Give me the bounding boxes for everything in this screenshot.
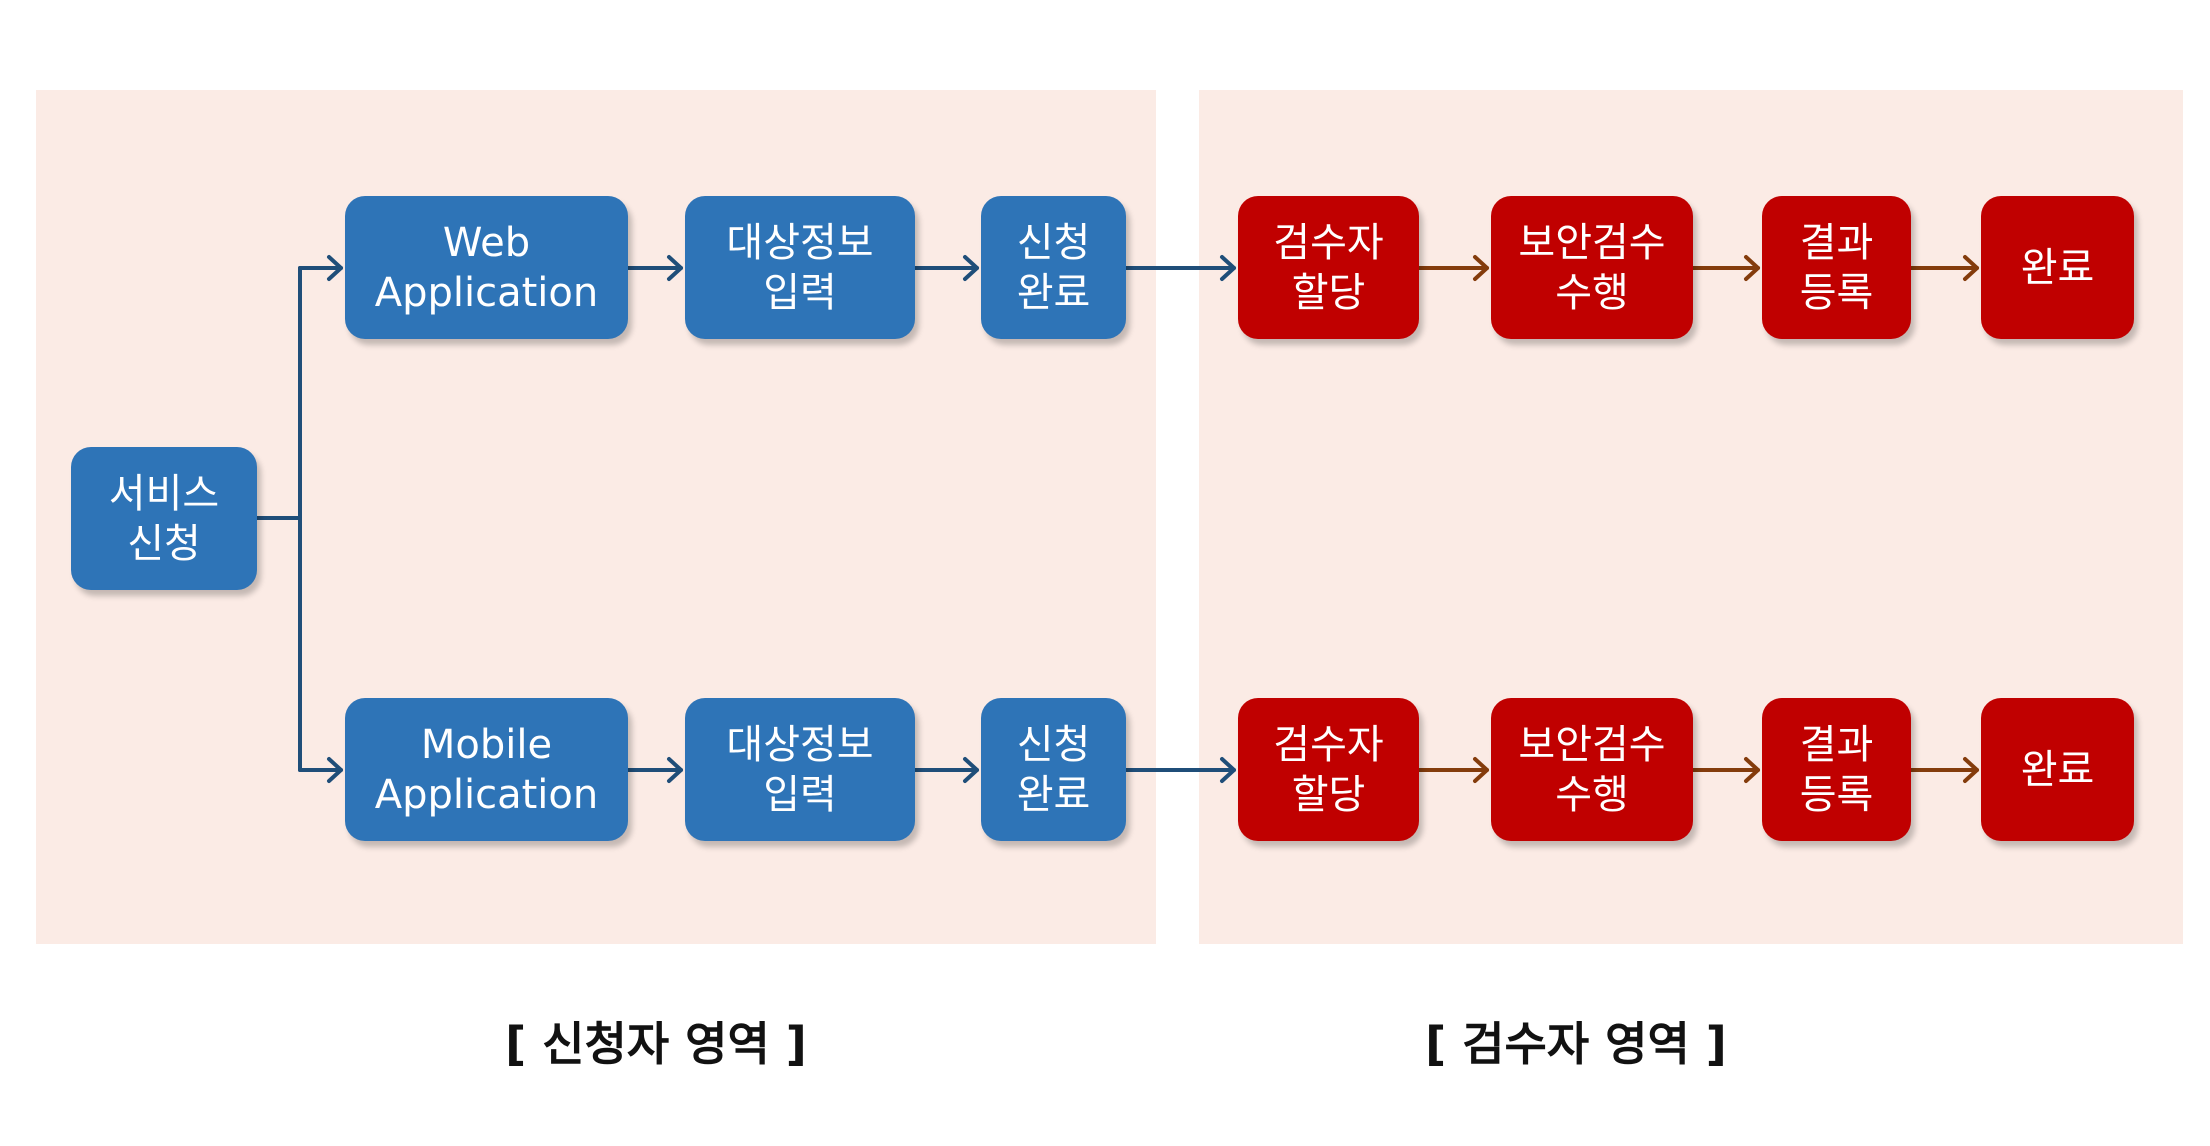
- arrowhead: [1963, 757, 1979, 783]
- web-target-input-node: 대상정보 입력: [685, 196, 915, 339]
- web-request-done-node: 신청 완료: [981, 196, 1126, 339]
- node-label: Mobile: [420, 721, 553, 768]
- arrowhead: [1473, 757, 1489, 783]
- node-label: 결과: [1799, 721, 1874, 768]
- arrowhead: [327, 757, 343, 783]
- mobile-target-input-node: 대상정보 입력: [685, 698, 915, 841]
- mobile-reviewer-assign-node: 검수자 할당: [1238, 698, 1419, 841]
- node-label: 신청: [1016, 219, 1091, 266]
- node-label: 신청: [127, 520, 201, 567]
- node-label: 대상정보: [726, 219, 874, 266]
- node-label: 등록: [1799, 771, 1874, 818]
- reviewer-area-label: [ 검수자 영역 ]: [1425, 1017, 1727, 1071]
- web-application-node: Web Application: [345, 196, 628, 339]
- node-label: 수행: [1555, 771, 1629, 818]
- node-label: 신청: [1016, 721, 1091, 768]
- node-label: Application: [374, 771, 599, 818]
- web-security-review-node: 보안검수 수행: [1491, 196, 1693, 339]
- arrowhead: [963, 757, 979, 783]
- web-complete-node: 완료: [1981, 196, 2134, 339]
- node-label: 서비스: [108, 470, 220, 517]
- node-label: 입력: [763, 771, 837, 818]
- arrowhead: [1473, 255, 1489, 281]
- applicant-area-label: [ 신청자 영역 ]: [505, 1017, 807, 1071]
- node-label: 대상정보: [726, 721, 874, 768]
- mobile-application-node: Mobile Application: [345, 698, 628, 841]
- node-label: 할당: [1291, 269, 1366, 316]
- mobile-complete-node: 완료: [1981, 698, 2134, 841]
- node-label: 보안검수: [1518, 721, 1666, 768]
- node-label: 검수자: [1273, 219, 1384, 266]
- node-label: 완료: [2020, 244, 2095, 291]
- mobile-request-done-node: 신청 완료: [981, 698, 1126, 841]
- arrowhead: [963, 255, 979, 281]
- node-label: 할당: [1291, 771, 1366, 818]
- arrowhead: [667, 255, 683, 281]
- arrowhead: [667, 757, 683, 783]
- service-request-node: 서비스 신청: [71, 447, 257, 590]
- node-label: 결과: [1799, 219, 1874, 266]
- node-label: 완료: [2020, 746, 2095, 793]
- node-label: Web: [442, 219, 531, 266]
- arrowhead: [1220, 757, 1236, 783]
- mobile-result-register-node: 결과 등록: [1762, 698, 1911, 841]
- arrowhead: [1744, 757, 1760, 783]
- node-label: 보안검수: [1518, 219, 1666, 266]
- arrowhead: [1963, 255, 1979, 281]
- arrowhead: [1220, 255, 1236, 281]
- node-label: 입력: [763, 269, 837, 316]
- node-label: 완료: [1016, 269, 1091, 316]
- web-result-register-node: 결과 등록: [1762, 196, 1911, 339]
- node-label: 등록: [1799, 269, 1874, 316]
- arrowhead: [1744, 255, 1760, 281]
- node-label: 수행: [1555, 269, 1629, 316]
- branch-connector: [255, 266, 302, 772]
- mobile-security-review-node: 보안검수 수행: [1491, 698, 1693, 841]
- arrowhead: [327, 255, 343, 281]
- node-label: 완료: [1016, 771, 1091, 818]
- node-label: 검수자: [1273, 721, 1384, 768]
- node-label: Application: [374, 269, 599, 316]
- web-reviewer-assign-node: 검수자 할당: [1238, 196, 1419, 339]
